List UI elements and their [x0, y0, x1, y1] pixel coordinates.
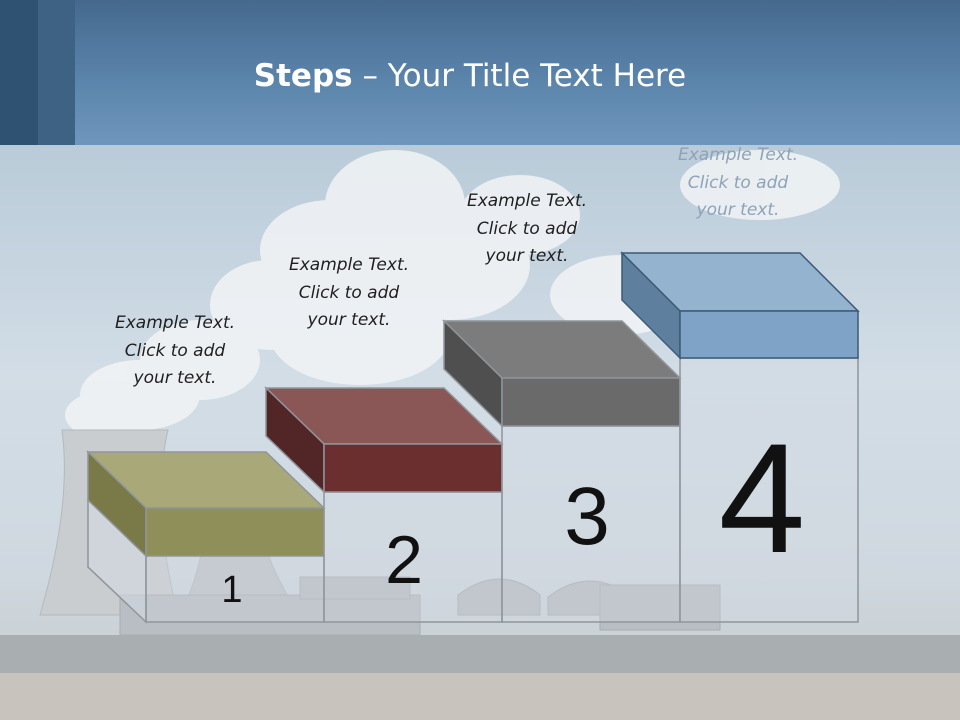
- caption-line: Click to add: [476, 218, 578, 239]
- caption-line: Click to add: [124, 340, 226, 361]
- header-stripe-mid: [38, 0, 75, 145]
- caption-line: Example Text.: [114, 313, 236, 333]
- step-2-block[interactable]: [264, 386, 504, 623]
- caption-line: your text.: [485, 246, 569, 266]
- caption-line: Example Text.: [288, 255, 410, 275]
- step-4-caption[interactable]: Example Text. Click to add your text.: [643, 142, 833, 225]
- step-1-caption[interactable]: Example Text. Click to add your text.: [80, 310, 270, 393]
- step-3-caption[interactable]: Example Text. Click to add your text.: [432, 188, 622, 271]
- step-1-number: 1: [221, 569, 243, 611]
- caption-line: Click to add: [687, 172, 789, 193]
- title-bold: Steps: [253, 58, 353, 94]
- caption-line: your text.: [696, 200, 780, 220]
- field: [0, 673, 960, 720]
- step-2-number: 2: [385, 522, 423, 598]
- step-3-number: 3: [564, 471, 610, 562]
- steam-clouds: [65, 150, 840, 440]
- caption-line: Example Text.: [677, 145, 799, 165]
- slide-title[interactable]: Steps – Your Title Text Here: [0, 56, 940, 96]
- step-3-block[interactable]: [442, 319, 682, 623]
- caption-line: your text.: [307, 310, 391, 330]
- title-rest: – Your Title Text Here: [352, 58, 687, 94]
- step-2-caption[interactable]: Example Text. Click to add your text.: [254, 252, 444, 335]
- header-band: Steps – Your Title Text Here: [0, 0, 960, 145]
- step-1-block[interactable]: [86, 450, 326, 624]
- caption-line: Example Text.: [466, 191, 588, 211]
- caption-line: your text.: [133, 368, 217, 388]
- ground: [0, 635, 960, 675]
- header-stripe-dark: [0, 0, 38, 145]
- caption-line: Click to add: [298, 282, 400, 303]
- step-4-number: 4: [718, 412, 806, 586]
- step-4-block[interactable]: [620, 251, 860, 623]
